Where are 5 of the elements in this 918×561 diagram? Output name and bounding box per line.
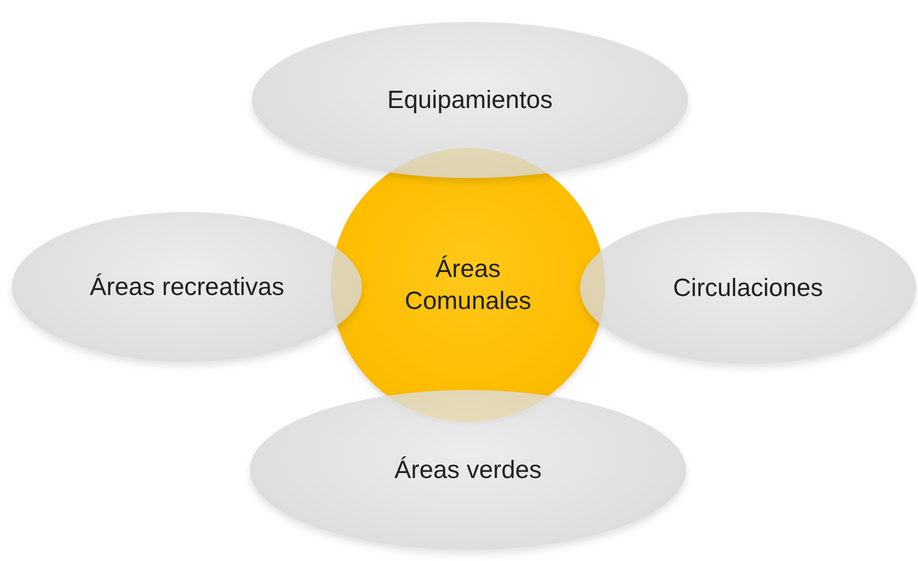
node-label: Áreas verdes	[394, 454, 542, 486]
node-label: Equipamientos	[387, 84, 553, 116]
node-label: Áreas recreativas	[90, 272, 284, 303]
node-label: Circulaciones	[672, 272, 824, 304]
node-label: Áreas Comunales	[404, 254, 532, 317]
